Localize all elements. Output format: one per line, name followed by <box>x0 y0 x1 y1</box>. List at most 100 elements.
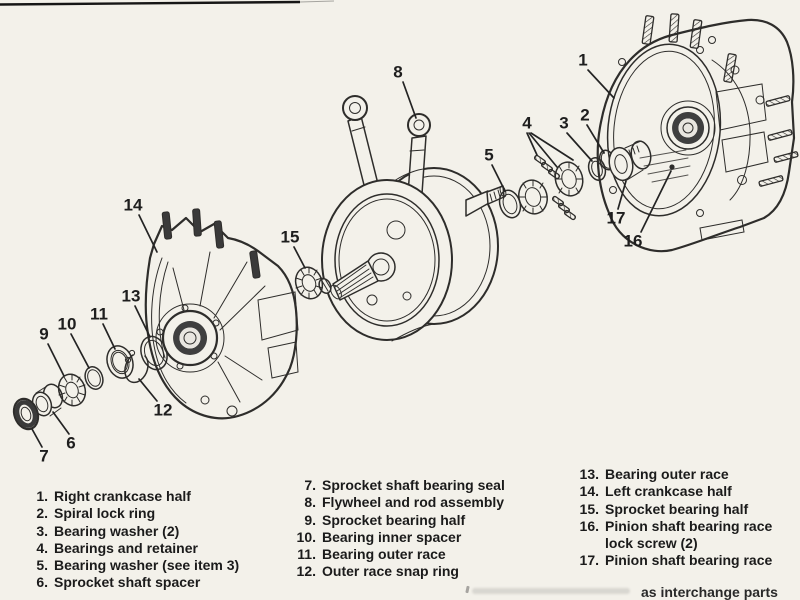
callout-leader-8 <box>402 81 417 119</box>
part-number: 7. <box>304 477 316 493</box>
case-studs <box>161 208 261 279</box>
callout-number-4: 4 <box>522 114 532 133</box>
part-label: Right crankcase half <box>54 488 191 504</box>
part-number: 11. <box>297 546 316 563</box>
bearing-and-retainer <box>518 154 584 221</box>
parts-list-item: 9. Sprocket bearing half <box>292 512 505 529</box>
part-label: Outer race snap ring <box>322 563 459 580</box>
part-number: 16. <box>579 517 599 534</box>
pinion-shaft <box>465 185 507 217</box>
callout-number-15: 15 <box>281 228 300 247</box>
parts-list-item: 17.Pinion shaft bearing race <box>573 552 773 569</box>
parts-list-item: 1. Right crankcase half <box>30 488 239 505</box>
callout-number-17: 17 <box>607 209 626 228</box>
main-bearing-boss <box>155 303 225 373</box>
callout-number-8: 8 <box>393 63 402 82</box>
case-side-pins <box>758 95 799 187</box>
part-number: 2. <box>36 505 48 522</box>
pinion-shaft-bearing-race <box>608 140 652 182</box>
lock-screw-dot <box>669 164 675 170</box>
callout-leader-16 <box>640 170 672 233</box>
bearing-outer-race-11 <box>106 345 134 379</box>
part-number: 6. <box>36 574 48 591</box>
parts-list-item: 7. Sprocket shaft bearing seal <box>292 477 505 494</box>
part-label: Bearing washer (see item 3) <box>54 557 240 574</box>
parts-list-item: 5. Bearing washer (see item 3) <box>30 557 239 574</box>
callout-leader-4 <box>526 132 538 156</box>
footer-caption-fragment: as interchange parts <box>641 584 778 600</box>
callout-leader-6 <box>52 411 70 435</box>
part-number: 5. <box>36 557 48 574</box>
callout-leader-4 <box>528 132 558 168</box>
parts-list-item: 15. Sprocket bearing half <box>573 501 772 518</box>
parts-list-column-2: 7. Sprocket shaft bearing seal 8. Flywheel … <box>292 477 505 581</box>
parts-list-item: 14. Left crankcase half <box>573 483 772 500</box>
part-label: Bearing inner spacer <box>322 528 462 545</box>
callout-number-2: 2 <box>580 106 589 125</box>
callout-leader-11 <box>102 323 116 350</box>
part-number: 12. <box>296 563 316 580</box>
part-label: Sprocket shaft bearing seal <box>322 477 505 493</box>
callout-number-11: 11 <box>90 305 108 324</box>
part-label: Bearing outer race <box>605 466 729 482</box>
parts-list-item: 8. Flywheel and rod assembly <box>292 494 505 511</box>
parts-list-item: 4. Bearings and retainer <box>30 540 239 557</box>
part-label: Sprocket bearing half <box>605 500 749 517</box>
part-label: Left crankcase half <box>605 483 732 500</box>
part-number: 8. <box>304 494 316 511</box>
parts-list-item: 11. Bearing outer race <box>292 546 505 563</box>
callout-number-1: 1 <box>578 51 587 70</box>
part-label: Sprocket bearing half <box>322 511 466 528</box>
part-label: Bearings and retainer <box>54 539 198 556</box>
scan-smudge <box>472 588 630 594</box>
part-number: 9. <box>304 511 316 528</box>
part-number: 4. <box>36 539 48 556</box>
bearing-outer-race-13 <box>140 335 168 371</box>
left-bearing-parts <box>12 266 324 431</box>
part-number: 14. <box>579 483 599 500</box>
parts-list-item: 6. Sprocket shaft spacer <box>30 574 239 591</box>
callout-leader-17 <box>617 180 627 210</box>
callout-leader-2 <box>586 124 605 154</box>
sprocket-bearing-half-15 <box>294 266 324 300</box>
parts-list-item: 13.Bearing outer race <box>573 466 772 483</box>
case-studs <box>641 13 737 83</box>
part-number: 17. <box>579 552 599 569</box>
callout-leader-7 <box>31 428 43 448</box>
part-label: Spiral lock ring <box>54 505 156 522</box>
callout-leader-5 <box>491 164 506 192</box>
pinion-bearing-bore <box>660 100 716 156</box>
callout-leader-3 <box>566 132 593 162</box>
parts-list-item: 2. Spiral lock ring <box>30 505 239 522</box>
right-crankcase-half <box>596 13 799 253</box>
part-label: Flywheel and rod assembly <box>322 494 505 511</box>
right-bearing-parts <box>498 140 652 221</box>
part-number: 15. <box>579 500 599 517</box>
callout-leader-4 <box>530 132 574 161</box>
part-number: 1. <box>36 488 48 504</box>
part-number: 10. <box>296 528 316 545</box>
part-label: Bearing outer race <box>322 546 446 563</box>
part-label: Bearing washer (2) <box>54 522 180 539</box>
callout-number-3: 3 <box>559 114 568 133</box>
part-label: Sprocket shaft spacer <box>54 574 201 591</box>
callout-leader-12 <box>138 378 158 402</box>
callout-number-10: 10 <box>58 315 77 334</box>
callout-leader-13 <box>134 305 151 338</box>
left-crankcase-half <box>144 208 299 420</box>
callout-leader-15 <box>293 246 306 269</box>
bearing-inner-spacer <box>84 366 104 390</box>
outer-race-snap-ring <box>124 349 149 384</box>
parts-list-item: 10. Bearing inner spacer <box>292 529 505 546</box>
parts-list-column-1: 1. Right crankcase half 2. Spiral lock ring… <box>30 488 239 592</box>
callout-number-16: 16 <box>624 232 643 251</box>
callout-number-7: 7 <box>39 447 48 466</box>
callout-number-6: 6 <box>66 434 75 453</box>
callout-leader-9 <box>47 343 65 377</box>
callout-leader-14 <box>138 214 158 253</box>
